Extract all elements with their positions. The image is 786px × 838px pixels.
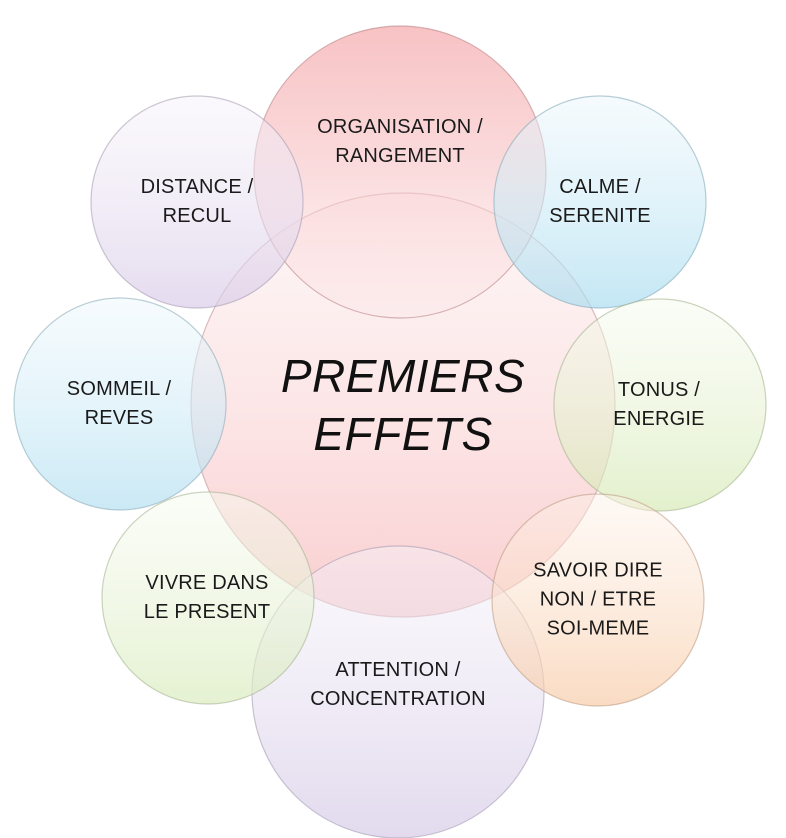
- node-label-savoir-dire-non-line-1: SAVOIR DIRE: [533, 559, 663, 582]
- circle-calme: [493, 95, 707, 309]
- node-label-organisation: ORGANISATION / RANGEMENT: [317, 113, 483, 171]
- node-label-calme-line-1: CALME /: [559, 176, 641, 198]
- node-label-calme: CALME / SERENITE: [549, 173, 651, 231]
- node-label-sommeil-line-2: REVES: [84, 407, 154, 429]
- center-title-line-2: EFFETS: [313, 408, 493, 460]
- node-label-vivre-present: VIVRE DANS LE PRESENT: [144, 569, 270, 627]
- node-label-savoir-dire-non: SAVOIR DIRE NON / ETRE SOI-MEME: [533, 557, 663, 644]
- node-label-tonus-line-2: ENERGIE: [613, 408, 705, 430]
- circle-tonus: [553, 298, 767, 512]
- circle-vivre-present: [101, 491, 315, 705]
- node-label-sommeil-line-1: SOMMEIL /: [66, 378, 172, 400]
- circle-distance: [90, 95, 304, 309]
- node-label-distance-line-2: RECUL: [162, 205, 232, 227]
- center-title: PREMIERS EFFETS: [281, 347, 525, 463]
- node-label-savoir-dire-non-line-3: SOI-MEME: [546, 617, 650, 640]
- node-label-sommeil: SOMMEIL / REVES: [67, 375, 171, 433]
- node-label-tonus: TONUS / ENERGIE: [613, 376, 704, 434]
- node-label-attention-line-1: ATTENTION /: [335, 659, 461, 681]
- node-label-attention: ATTENTION / CONCENTRATION: [310, 656, 486, 714]
- node-label-attention-line-2: CONCENTRATION: [310, 688, 486, 710]
- node-label-calme-line-2: SERENITE: [549, 205, 651, 227]
- node-label-savoir-dire-non-line-2: NON / ETRE: [539, 588, 657, 611]
- node-label-vivre-present-line-2: LE PRESENT: [143, 601, 271, 623]
- node-label-distance: DISTANCE / RECUL: [141, 173, 254, 231]
- node-label-distance-line-1: DISTANCE /: [140, 176, 254, 198]
- node-label-tonus-line-1: TONUS /: [617, 379, 701, 401]
- circle-savoir-dire-non: [491, 493, 705, 707]
- node-label-organisation-line-2: RANGEMENT: [335, 145, 465, 167]
- node-label-vivre-present-line-1: VIVRE DANS: [145, 572, 269, 594]
- center-title-line-1: PREMIERS: [280, 350, 526, 402]
- node-label-organisation-line-1: ORGANISATION /: [317, 116, 483, 138]
- circle-sommeil: [13, 297, 227, 511]
- circles-layer: [13, 25, 767, 838]
